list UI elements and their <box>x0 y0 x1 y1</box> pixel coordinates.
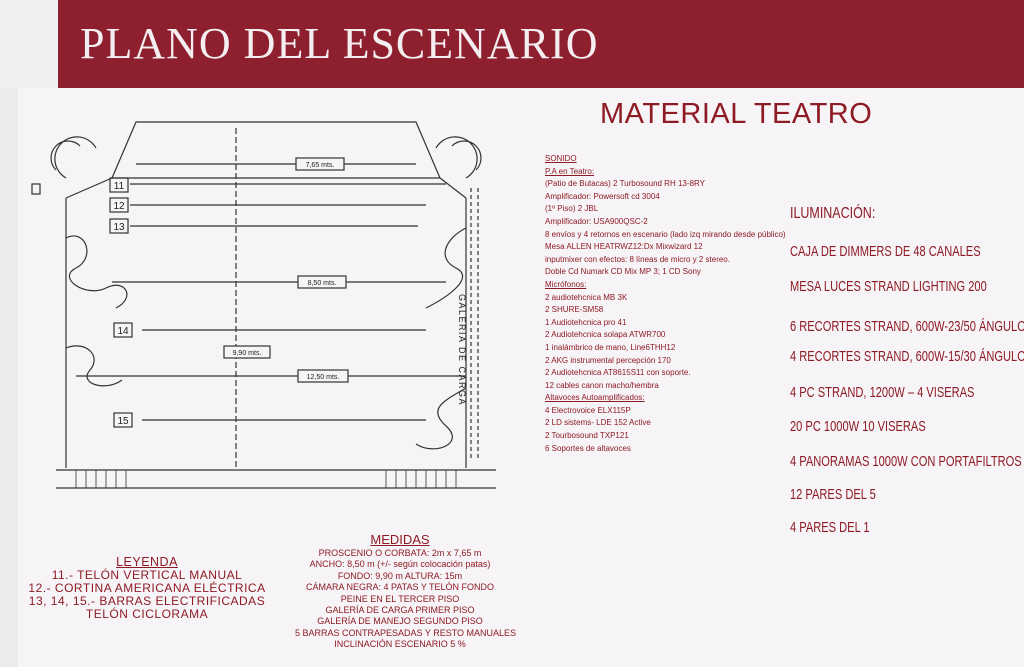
dim-label-765: 7,65 mts. <box>306 162 335 169</box>
sound-line: 2 AKG instrumental percepción 170 <box>545 355 671 365</box>
sound-line: 1 inalámbrico de mano, Line6THH12 <box>545 342 676 352</box>
stage-side-walls <box>65 198 467 468</box>
num-14: 14 <box>117 326 129 337</box>
lighting-item: 20 PC 1000W 10 VISERAS <box>790 418 926 435</box>
lighting-item: 4 RECORTES STRAND, 600W-15/30 ÁNGULO <box>790 348 1024 365</box>
lighting-item: MESA LUCES STRAND LIGHTING 200 <box>790 278 987 295</box>
box-14 <box>113 322 133 338</box>
legend-item: 13, 14, 15.- BARRAS ELECTRIFICADAS <box>28 594 266 608</box>
measure-item: PROSCENIO O CORBATA: 2m x 7,65 m <box>318 548 482 558</box>
sound-line: 2 Audiotehcnica solapa ATWR700 <box>545 330 666 340</box>
sound-line: 2 Tourbosound TXP121 <box>545 431 629 441</box>
sound-line: inputmixer con efectos: 8 líneas de micr… <box>545 254 730 264</box>
sound-line: 2 LD sistems- LDE 152 Active <box>545 418 651 428</box>
stage-front-hatching <box>75 470 457 488</box>
measure-item: PEINE EN EL TERCER PISO <box>340 593 460 604</box>
legend-title: LEYENDA <box>116 555 178 569</box>
sound-line: 4 Electrovoice ELX115P <box>545 405 631 415</box>
legend: LEYENDA 11.- TELÓN VERTICAL MANUAL 12.- … <box>16 556 278 621</box>
sound-line: (1º Piso) 2 JBL <box>545 204 599 214</box>
measure-item: CÁMARA NEGRA: 4 PATAS Y TELÓN FONDO <box>305 582 495 593</box>
sound-line: 1 Audiotehcnica pro 41 <box>545 317 627 327</box>
lighting-item: 4 PARES DEL 1 <box>790 519 870 536</box>
left-stair <box>50 136 97 179</box>
dim-label-1250: 12,50 mts. <box>307 374 340 381</box>
sound-line: Micrófonos: <box>545 279 587 289</box>
label-box-990 <box>223 345 271 359</box>
right-curtain-2 <box>415 387 467 450</box>
header-banner: PLANO DEL ESCENARIO <box>58 0 1024 88</box>
proscenium-outline <box>111 121 441 179</box>
stage-front-lines <box>56 469 496 489</box>
box-15 <box>113 412 133 428</box>
box-12 <box>109 197 129 213</box>
lighting-item: 6 RECORTES STRAND, 600W-23/50 ÁNGULO <box>790 318 1024 335</box>
sound-line: 12 cables canon macho/hembra <box>545 380 659 390</box>
legend-item: TELÓN CICLORAMA <box>85 607 209 621</box>
measure-item: INCLINACIÓN ESCENARIO 5 % <box>334 639 466 650</box>
left-curtain-2 <box>65 345 123 387</box>
sound-line: (Patio de Butacas) 2 Turbosound RH 13-8R… <box>545 179 705 189</box>
material-title: MATERIAL TEATRO <box>600 98 873 130</box>
loading-gallery-wall <box>470 188 479 458</box>
sound-list: SONIDO P.A en Teatro: (Patio de Butacas)… <box>545 153 786 455</box>
legend-item: 11.- TELÓN VERTICAL MANUAL <box>51 568 243 582</box>
lighting-title: ILUMINACIÓN: <box>790 205 876 222</box>
sound-line: 2 SHURE-SM58 <box>545 305 604 315</box>
measure-item: FONDO: 9,90 m ALTURA: 15m <box>337 570 463 581</box>
stage-corners <box>65 177 467 199</box>
measure-item: ANCHO: 8,50 m (+/- según colocación pata… <box>309 559 491 570</box>
label-box-850 <box>297 275 347 289</box>
box-11 <box>109 177 129 193</box>
box-13 <box>109 218 129 234</box>
right-stair <box>435 136 482 179</box>
measure-item: 5 BARRAS CONTRAPESADAS Y RESTO MANUALES <box>295 627 517 638</box>
lighting-item: 4 PC STRAND, 1200W – 4 VISERAS <box>790 384 975 401</box>
sound-line: 2 Audiotehcnica AT8615S11 con soporte. <box>545 368 691 378</box>
sound-line: P.A en Teatro: <box>545 166 595 176</box>
dim-label-850: 8,50 mts. <box>308 280 337 287</box>
sound-line: 8 envíos y 4 retornos en escenario (lado… <box>545 229 786 239</box>
left-strip <box>0 0 58 88</box>
right-curtain <box>425 227 467 309</box>
label-box-765 <box>295 157 345 171</box>
measures: MEDIDAS PROSCENIO O CORBATA: 2m x 7,65 m… <box>295 532 517 651</box>
page-title: PLANO DEL ESCENARIO <box>80 19 599 68</box>
left-curtain <box>65 235 128 309</box>
stage-plan-svg: 7,65 mts. 8,50 mts. 9,90 mts. 12,50 mts.… <box>31 121 496 489</box>
sound-line: 2 audiotehcnica MB 3K <box>545 292 628 302</box>
label-box-1250 <box>297 369 349 383</box>
stage-plan-drawing: 7,65 mts. 8,50 mts. 9,90 mts. 12,50 mts.… <box>26 108 506 528</box>
sound-line: Amplificador: Powersoft cd 3004 <box>545 191 660 201</box>
num-15: 15 <box>117 416 129 427</box>
sound-line: Doble Cd Numark CD Mix MP 3; 1 CD Sony <box>545 267 701 277</box>
num-12: 12 <box>113 201 125 212</box>
num-13: 13 <box>113 222 125 233</box>
measures-title: MEDIDAS <box>370 532 430 547</box>
gallery-label: GALERIA DE CARGA <box>457 294 467 406</box>
sound-line: Amplificador: USA900QSC-2 <box>545 216 648 226</box>
lighting-item: 12 PARES DEL 5 <box>790 486 876 503</box>
measure-item: GALERÍA DE CARGA PRIMER PISO <box>325 605 475 616</box>
lighting-item: 4 PANORAMAS 1000W CON PORTAFILTROS <box>790 453 1022 470</box>
legend-item: 12.- CORTINA AMERICANA ELÉCTRICA <box>28 581 266 595</box>
sound-line: SONIDO <box>545 154 577 163</box>
sound-line: 6 Soportes de altavoces <box>545 443 631 453</box>
sound-line: Mesa ALLEN HEATRWZ12:Dx Mixwizard 12 <box>545 242 703 252</box>
dim-label-990: 9,90 mts. <box>233 350 262 357</box>
lighting-item: CAJA DE DIMMERS DE 48 CANALES <box>790 243 981 260</box>
num-11: 11 <box>114 181 125 192</box>
measure-item: GALERÍA DE MANEJO SEGUNDO PISO <box>317 616 483 627</box>
side-mark <box>31 183 41 195</box>
sound-line: Altavoces Autoamplificados: <box>545 393 645 403</box>
